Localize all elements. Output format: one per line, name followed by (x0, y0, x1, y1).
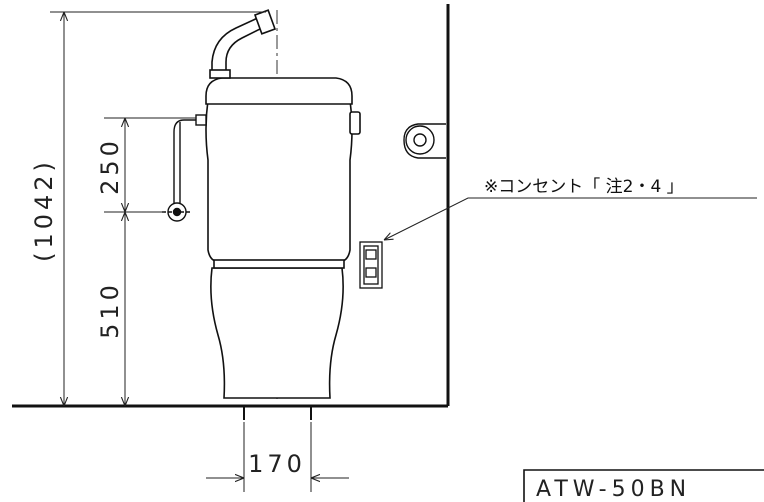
tank-base (213, 259, 345, 269)
dim-supply-rise-label: 250 (96, 137, 124, 195)
faucet-base (209, 69, 231, 79)
model-label-box: ATW-50BN (523, 469, 764, 502)
dimension-drain-offset (206, 422, 349, 492)
dimension-total-height (50, 11, 266, 406)
supply-hose (173, 119, 198, 208)
toilet-unit (205, 9, 361, 420)
paper-holder (403, 123, 446, 159)
outlet-leader-line (384, 197, 757, 240)
dimension-supply-rise (104, 117, 196, 213)
outlet-note: ※コンセント「 注2・4 」 (484, 177, 684, 197)
dim-drain-offset-label: 170 (248, 450, 306, 478)
outlet-socket-top (365, 249, 377, 260)
room-outline (12, 4, 450, 408)
outlet-socket-bottom (365, 267, 377, 278)
toilet-tank (205, 99, 353, 263)
tank-lid (205, 77, 353, 105)
toilet-bowl (210, 267, 344, 399)
faucet-head (253, 9, 277, 35)
dim-total-height-label: (1042) (30, 158, 58, 262)
supply-fitting (195, 114, 207, 126)
flush-lever (349, 111, 361, 135)
power-outlet (359, 241, 383, 289)
model-label: ATW-50BN (536, 477, 691, 502)
water-supply (162, 114, 207, 222)
dim-supply-height-label: 510 (96, 281, 124, 339)
